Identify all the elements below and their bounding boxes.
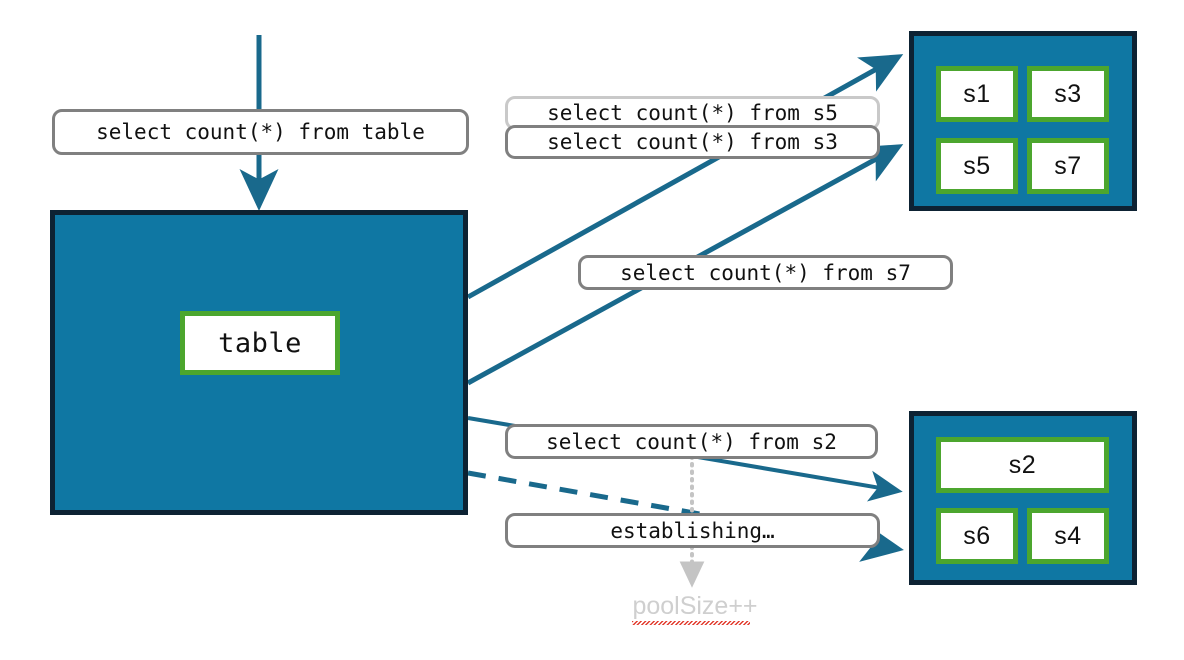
poolsize-annotation-text: poolSize++ (632, 592, 758, 625)
shard-node-s3[interactable]: s3 (1027, 66, 1109, 122)
query-label-from-s3[interactable]: select count(*) from s3 (505, 125, 880, 159)
node-table[interactable]: table (180, 311, 340, 375)
query-label-from-s7[interactable]: select count(*) from s7 (578, 255, 953, 290)
shard-node-s7[interactable]: s7 (1027, 138, 1109, 194)
poolsize-annotation: poolSize++ (600, 592, 790, 625)
shard-node-s5[interactable]: s5 (936, 138, 1018, 194)
query-label-establishing[interactable]: establishing… (505, 513, 880, 548)
shard-node-s6[interactable]: s6 (936, 508, 1018, 564)
query-label-from-s2[interactable]: select count(*) from s2 (505, 424, 878, 459)
shard-node-s4[interactable]: s4 (1027, 508, 1109, 564)
shard-node-s1[interactable]: s1 (936, 66, 1018, 122)
query-label-from-table[interactable]: select count(*) from table (52, 109, 469, 155)
shard-node-s2[interactable]: s2 (936, 437, 1109, 493)
